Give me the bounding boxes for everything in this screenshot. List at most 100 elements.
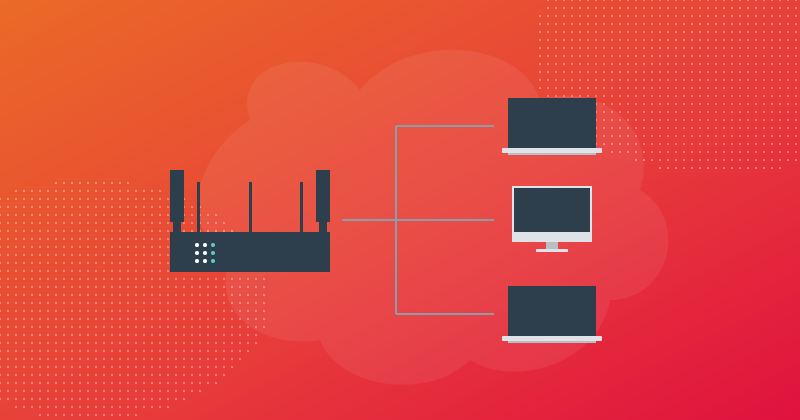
pattern-dot	[111, 390, 113, 392]
pattern-dot	[651, 31, 653, 33]
pattern-dot	[263, 302, 265, 304]
pattern-dot	[603, 103, 605, 105]
pattern-dot	[143, 374, 145, 376]
pattern-dot	[95, 366, 97, 368]
pattern-dot	[627, 39, 629, 41]
pattern-dot	[167, 398, 169, 400]
pattern-dot	[127, 318, 129, 320]
pattern-dot	[643, 135, 645, 137]
pattern-dot	[699, 159, 701, 161]
pattern-dot	[651, 135, 653, 137]
pattern-dot	[747, 135, 749, 137]
pattern-dot	[87, 334, 89, 336]
pattern-dot	[611, 23, 613, 25]
pattern-dot	[747, 151, 749, 153]
pattern-dot	[667, 31, 669, 33]
pattern-dot	[579, 47, 581, 49]
pattern-dot	[603, 111, 605, 113]
pattern-dot	[667, 15, 669, 17]
pattern-dot	[771, 63, 773, 65]
pattern-dot	[231, 230, 233, 232]
pattern-dot	[135, 206, 137, 208]
pattern-dot	[731, 95, 733, 97]
pattern-dot	[15, 286, 17, 288]
pattern-dot	[39, 206, 41, 208]
pattern-dot	[619, 55, 621, 57]
pattern-dot	[691, 87, 693, 89]
pattern-dot	[215, 214, 217, 216]
pattern-dot	[707, 119, 709, 121]
pattern-dot	[7, 310, 9, 312]
pattern-dot	[627, 103, 629, 105]
pattern-dot	[723, 143, 725, 145]
pattern-dot	[23, 286, 25, 288]
pattern-dot	[207, 374, 209, 376]
pattern-dot	[651, 47, 653, 49]
pattern-dot	[731, 167, 733, 169]
pattern-dot	[603, 119, 605, 121]
pattern-dot	[111, 414, 113, 416]
pattern-dot	[747, 63, 749, 65]
pattern-dot	[159, 318, 161, 320]
pattern-dot	[23, 334, 25, 336]
pattern-dot	[47, 286, 49, 288]
monitor-screen	[514, 188, 590, 232]
pattern-dot	[7, 278, 9, 280]
pattern-dot	[675, 127, 677, 129]
pattern-dot	[95, 414, 97, 416]
pattern-dot	[723, 47, 725, 49]
pattern-dot	[119, 238, 121, 240]
pattern-dot	[723, 7, 725, 9]
pattern-dot	[747, 95, 749, 97]
pattern-dot	[795, 39, 797, 41]
pattern-dot	[239, 318, 241, 320]
pattern-dot	[667, 127, 669, 129]
router-status-light	[211, 251, 215, 255]
pattern-dot	[635, 63, 637, 65]
pattern-dot	[635, 7, 637, 9]
router-antenna-outer-right-base	[319, 220, 327, 234]
pattern-dot	[71, 310, 73, 312]
pattern-dot	[659, 151, 661, 153]
pattern-dot	[635, 95, 637, 97]
pattern-dot	[611, 111, 613, 113]
pattern-dot	[159, 294, 161, 296]
pattern-dot	[119, 278, 121, 280]
pattern-dot	[659, 63, 661, 65]
pattern-dot	[0, 198, 1, 200]
pattern-dot	[683, 39, 685, 41]
pattern-dot	[31, 342, 33, 344]
pattern-dot	[71, 230, 73, 232]
pattern-dot	[731, 39, 733, 41]
pattern-dot	[667, 87, 669, 89]
pattern-dot	[47, 270, 49, 272]
pattern-dot	[611, 135, 613, 137]
pattern-dot	[55, 302, 57, 304]
pattern-dot	[747, 15, 749, 17]
pattern-dot	[547, 71, 549, 73]
pattern-dot	[55, 270, 57, 272]
pattern-dot	[755, 151, 757, 153]
pattern-dot	[111, 270, 113, 272]
pattern-dot	[587, 7, 589, 9]
pattern-dot	[183, 278, 185, 280]
pattern-dot	[63, 230, 65, 232]
pattern-dot	[127, 222, 129, 224]
pattern-dot	[55, 222, 57, 224]
pattern-dot	[143, 366, 145, 368]
pattern-dot	[635, 39, 637, 41]
pattern-dot	[619, 103, 621, 105]
pattern-dot	[119, 230, 121, 232]
pattern-dot	[103, 214, 105, 216]
laptop-base	[502, 148, 602, 153]
pattern-dot	[15, 398, 17, 400]
pattern-dot	[135, 230, 137, 232]
pattern-dot	[63, 342, 65, 344]
pattern-dot	[159, 398, 161, 400]
pattern-dot	[55, 294, 57, 296]
pattern-dot	[611, 79, 613, 81]
pattern-dot	[555, 63, 557, 65]
pattern-dot	[667, 0, 669, 1]
pattern-dot	[239, 286, 241, 288]
pattern-dot	[151, 342, 153, 344]
